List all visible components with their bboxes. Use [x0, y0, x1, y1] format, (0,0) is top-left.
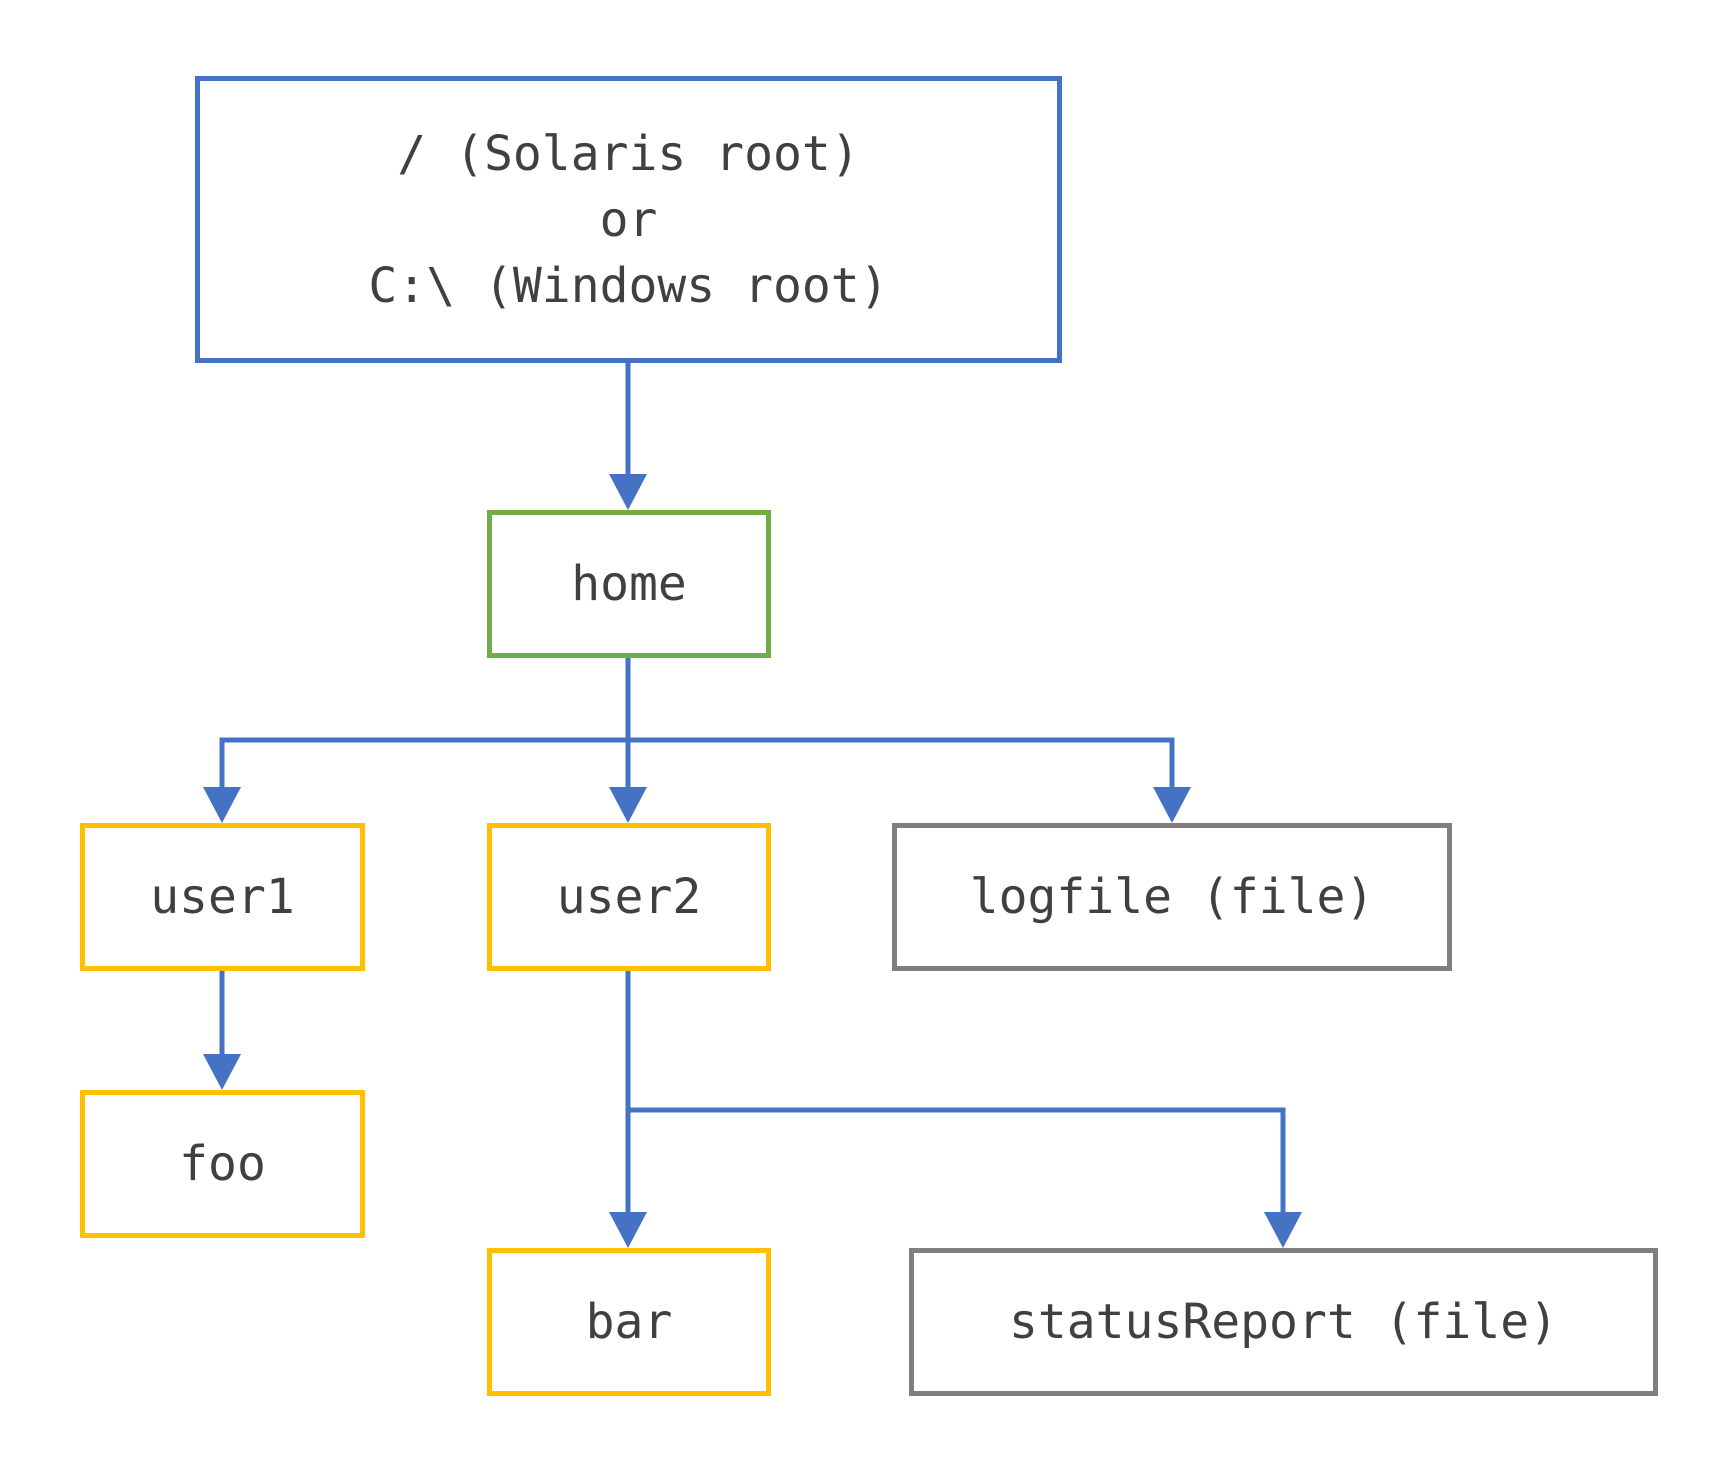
statusreport-label: statusReport (file)	[1008, 1294, 1559, 1350]
node-user2: user2	[487, 823, 771, 971]
user2-label: user2	[556, 869, 702, 925]
edge-user2-statusreport	[628, 1107, 1286, 1216]
node-statusreport: statusReport (file)	[909, 1248, 1658, 1396]
bar-label: bar	[585, 1294, 673, 1350]
user1-label: user1	[150, 869, 295, 925]
node-user1: user1	[80, 823, 365, 971]
node-root: / (Solaris root) or C:\ (Windows root)	[195, 76, 1062, 363]
arrowhead-user2	[609, 787, 647, 823]
foo-label: foo	[179, 1136, 266, 1192]
edge-home-branch	[219, 737, 1175, 791]
node-logfile: logfile (file)	[892, 823, 1452, 971]
arrowhead-logfile	[1153, 787, 1191, 823]
arrowhead-user1	[203, 787, 241, 823]
root-label-line-1: / (Solaris root)	[397, 125, 860, 182]
node-home: home	[487, 510, 771, 658]
arrowhead-foo	[203, 1054, 241, 1090]
home-label: home	[571, 556, 687, 612]
node-foo: foo	[80, 1090, 365, 1238]
arrowhead-home	[609, 474, 647, 510]
node-bar: bar	[487, 1248, 771, 1396]
root-label-line-2: or	[599, 191, 658, 248]
root-label-line-3: C:\ (Windows root)	[368, 257, 889, 314]
arrowhead-bar	[609, 1212, 647, 1248]
arrowhead-statusreport	[1264, 1212, 1302, 1248]
logfile-label: logfile (file)	[969, 869, 1375, 925]
